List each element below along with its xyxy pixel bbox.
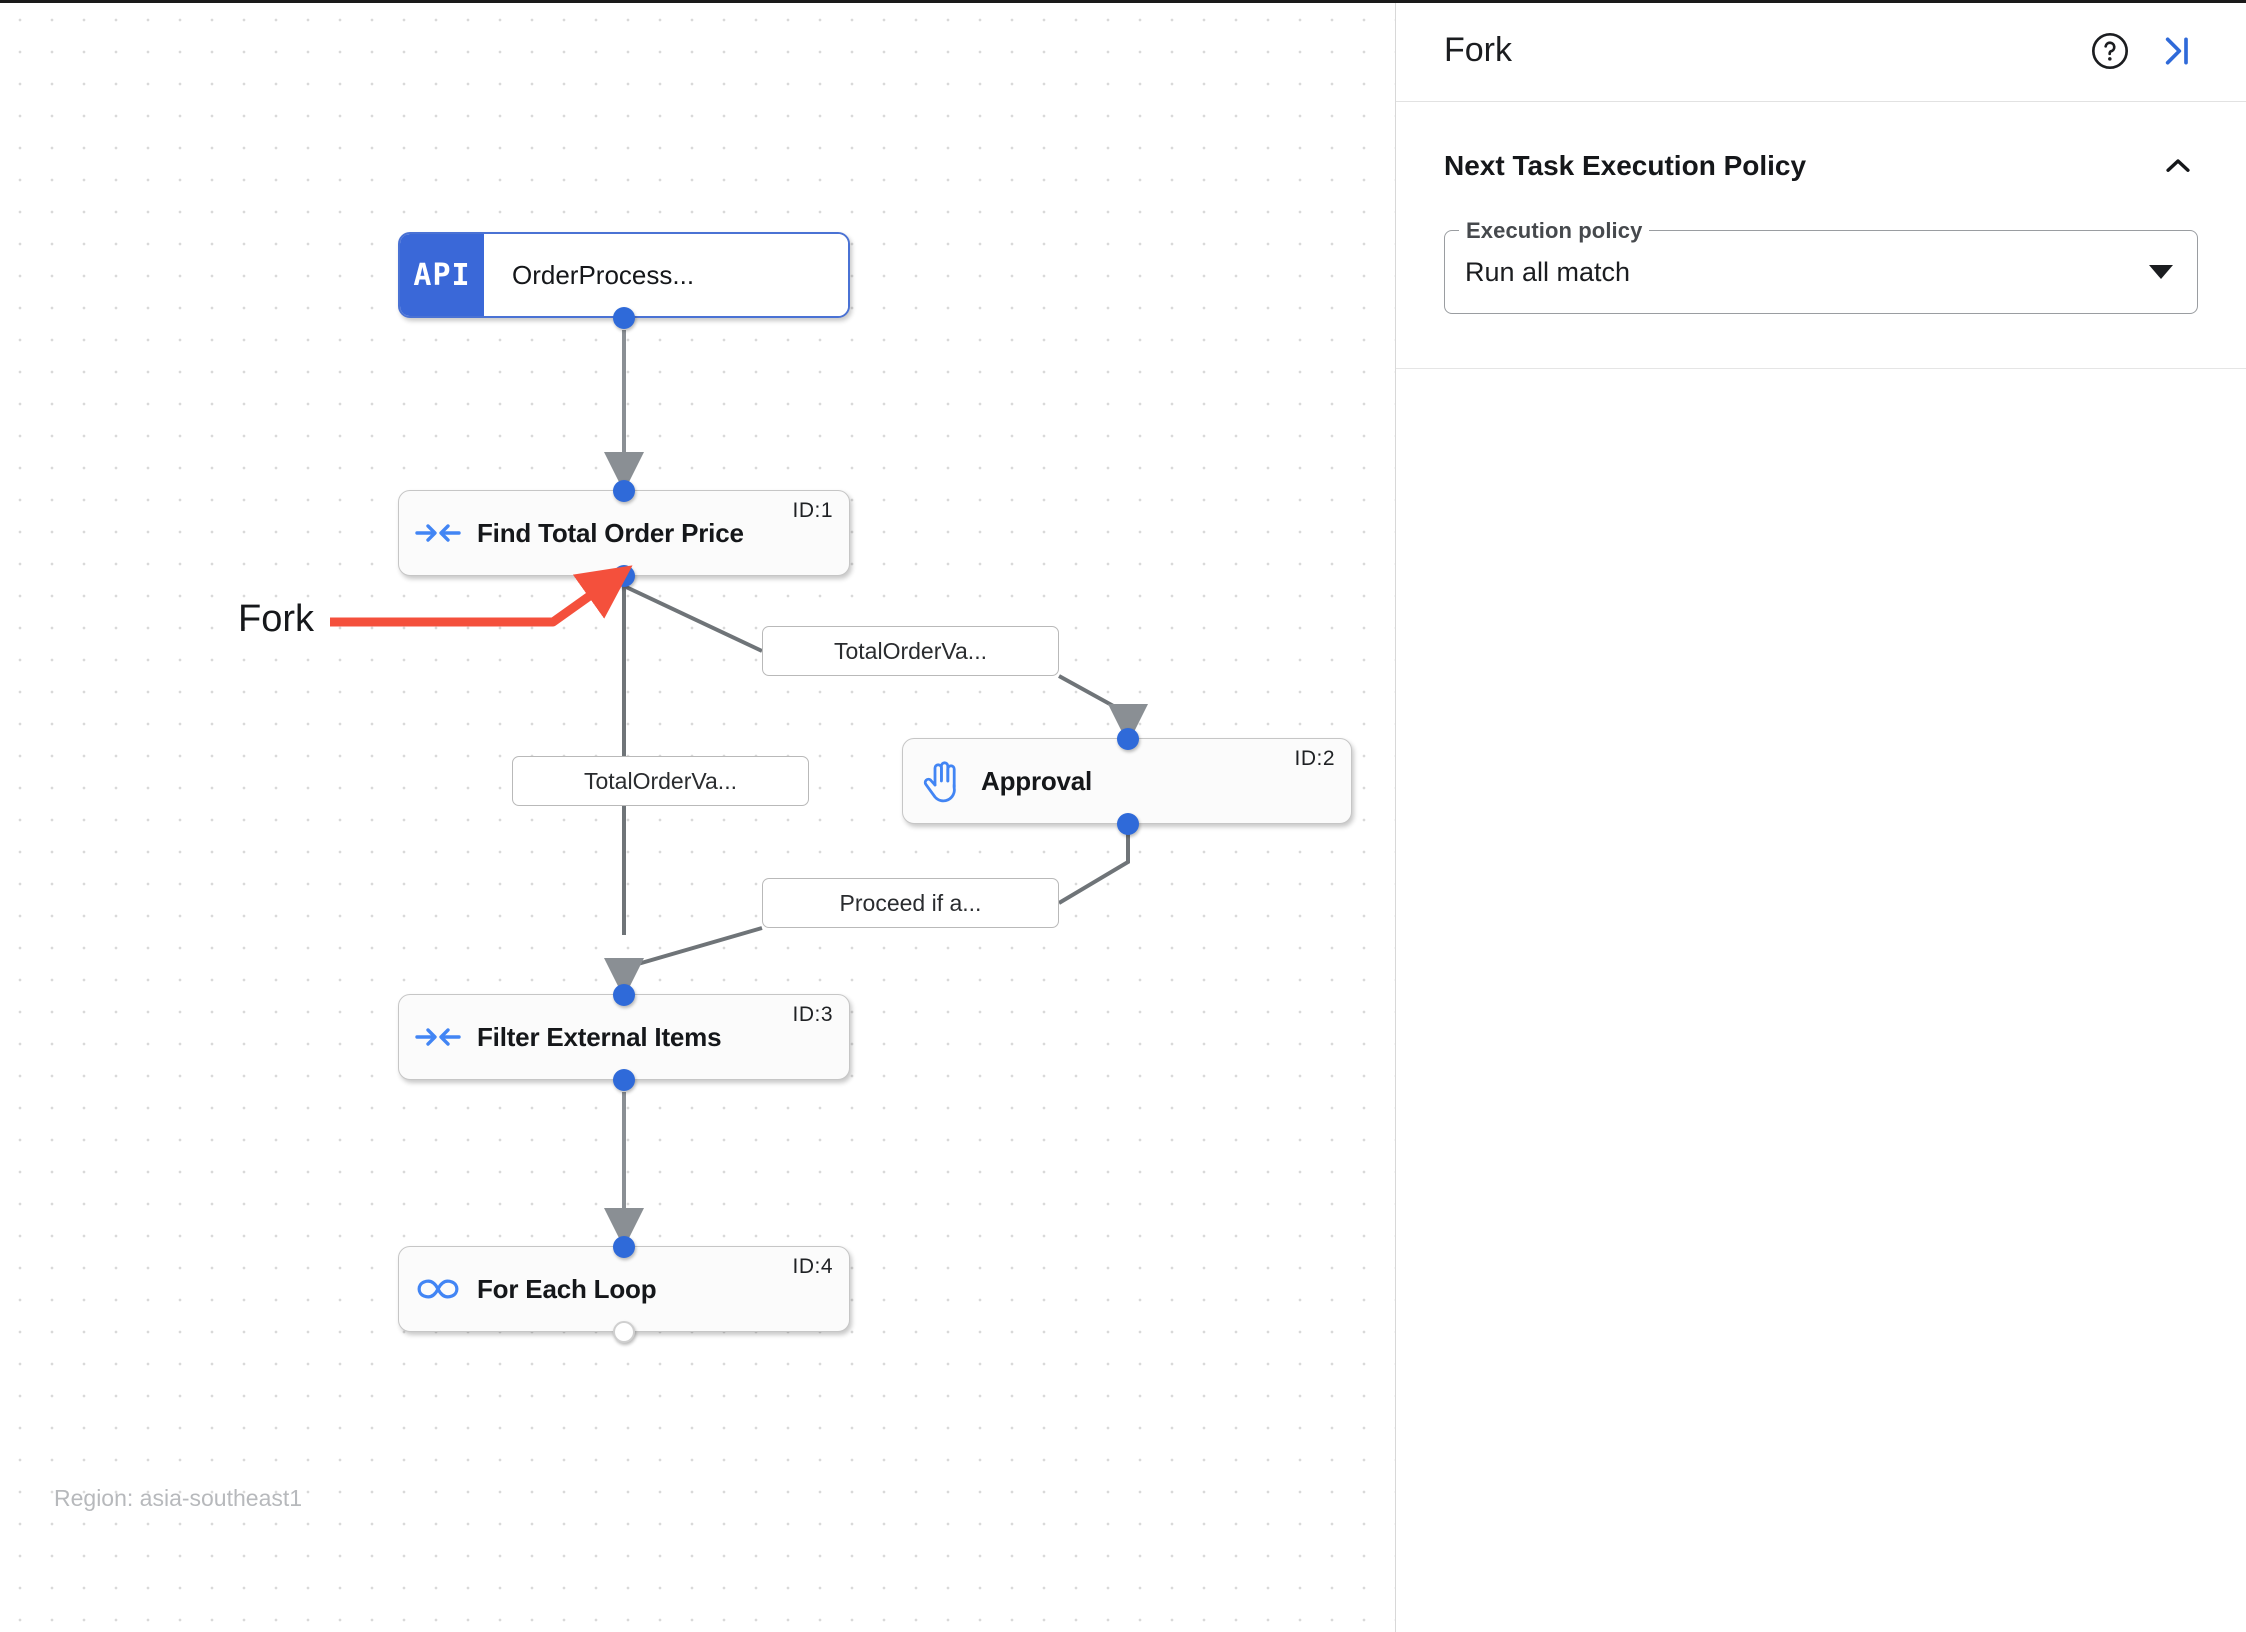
node-id-label: ID:3: [792, 1003, 833, 1026]
next-task-execution-policy-section: Next Task Execution Policy Execution pol…: [1396, 102, 2246, 369]
edge-label-total-order-value-1[interactable]: TotalOrderVa...: [762, 626, 1059, 676]
region-label: Region: asia-southeast1: [54, 1485, 303, 1511]
section-header[interactable]: Next Task Execution Policy: [1444, 146, 2198, 186]
panel-header: Fork: [1396, 0, 2246, 102]
collapse-panel-icon[interactable]: [2150, 25, 2202, 77]
panel-title: Fork: [1444, 31, 1512, 69]
edge-task1-to-label1: [623, 584, 763, 653]
node-approval[interactable]: Approval ID:2: [902, 738, 1352, 824]
hand-icon: [903, 759, 981, 803]
edge-label3-to-task3: [604, 926, 763, 998]
edge-task2-to-label3: [1057, 832, 1130, 905]
api-badge-icon: API: [400, 234, 484, 316]
merge-arrows-icon: [399, 1022, 477, 1052]
annotation-label: Fork: [238, 598, 314, 640]
node-title: For Each Loop: [477, 1273, 657, 1304]
execution-policy-label: Execution policy: [1459, 218, 1650, 244]
infinity-icon: [399, 1275, 477, 1303]
chevron-down-icon[interactable]: [2149, 265, 2173, 279]
node-for-each-loop[interactable]: For Each Loop ID:4: [398, 1246, 850, 1332]
merge-arrows-icon: [399, 518, 477, 548]
node-find-total-order-price[interactable]: Find Total Order Price ID:1: [398, 490, 850, 576]
port-task1-output-fork[interactable]: [613, 565, 635, 587]
node-title: Filter External Items: [477, 1021, 722, 1052]
edge-label1-to-task2: [1058, 674, 1148, 744]
node-title: Find Total Order Price: [477, 517, 744, 548]
port-task2-input[interactable]: [1117, 728, 1139, 750]
port-task4-input[interactable]: [613, 1236, 635, 1258]
port-task4-output[interactable]: [613, 1321, 635, 1343]
port-api-output[interactable]: [613, 307, 635, 329]
canvas-panel-divider: [1395, 0, 1396, 1632]
execution-policy-select[interactable]: Execution policy Run all match: [1444, 218, 2198, 314]
workflow-canvas[interactable]: Fork API OrderProcess... Fin: [0, 0, 1396, 1632]
help-circle-icon[interactable]: [2084, 25, 2136, 77]
execution-policy-value: Run all match: [1465, 256, 1631, 287]
node-order-process-api[interactable]: API OrderProcess...: [398, 232, 850, 318]
top-border: [0, 0, 2246, 3]
port-task1-input[interactable]: [613, 480, 635, 502]
port-task3-output[interactable]: [613, 1069, 635, 1091]
node-id-label: ID:4: [792, 1255, 833, 1278]
edge-label-total-order-value-2[interactable]: TotalOrderVa...: [512, 756, 809, 806]
api-node-body: OrderProcess...: [484, 234, 848, 316]
node-title: Approval: [981, 765, 1093, 796]
port-task3-input[interactable]: [613, 984, 635, 1006]
api-node-title: OrderProcess...: [512, 259, 695, 290]
node-filter-external-items[interactable]: Filter External Items ID:3: [398, 994, 850, 1080]
annotation-pointer: [330, 565, 633, 627]
node-id-label: ID:1: [792, 499, 833, 522]
edge-label-proceed-if[interactable]: Proceed if a...: [762, 878, 1059, 928]
properties-panel: Fork Next Task Execution Policy: [1396, 0, 2246, 1632]
section-title: Next Task Execution Policy: [1444, 150, 1807, 181]
node-id-label: ID:2: [1294, 747, 1335, 770]
port-task2-output[interactable]: [1117, 813, 1139, 835]
chevron-up-icon[interactable]: [2158, 146, 2198, 186]
